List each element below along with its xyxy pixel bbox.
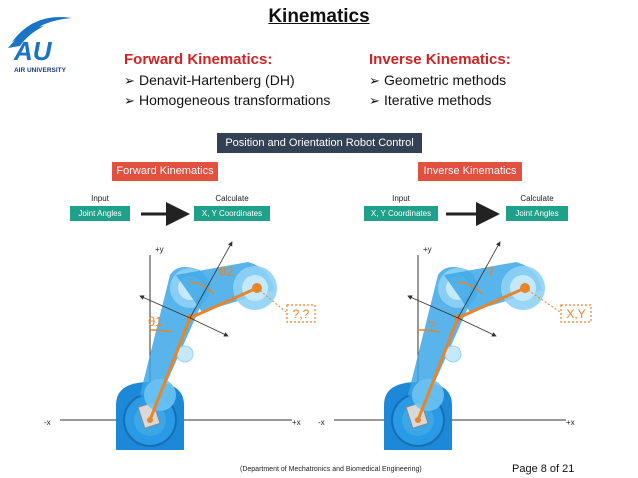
forward-theta1: θ1 [148, 314, 162, 329]
forward-section-header: Forward Kinematics [112, 162, 218, 181]
inverse-calc-box: Joint Angles [506, 206, 568, 221]
forward-theta2: θ2 [219, 264, 233, 279]
logo-letters: AU [13, 36, 53, 66]
forward-input-box: Joint Angles [70, 206, 130, 221]
inverse-robot-arm: X,Y ? ? +y +x -x [318, 241, 592, 450]
footer-department: (Department of Mechatronics and Biomedic… [240, 466, 422, 473]
inverse-input-box: X, Y Coordinates [364, 206, 438, 221]
inverse-bullet-2-text: Iterative methods [384, 92, 492, 108]
forward-axis-px: +x [292, 418, 301, 427]
forward-input-label: Input [91, 194, 109, 203]
inverse-axis-nx: -x [318, 418, 325, 427]
logo-text: AIR UNIVERSITY [14, 67, 67, 74]
forward-robot-arm: ?,? θ1 θ2 +y +x -x [44, 241, 316, 450]
forward-bullet-1-text: Denavit-Hartenberg (DH) [139, 72, 295, 88]
inverse-axis-py: +y [423, 245, 432, 254]
inverse-bullet-2: ➢ Iterative methods [369, 92, 491, 109]
inverse-theta1: ? [428, 318, 435, 333]
diagram-banner: Position and Orientation Robot Control [217, 133, 422, 153]
inverse-bullet-1-text: Geometric methods [384, 72, 507, 88]
forward-axis-py: +y [155, 245, 164, 254]
inverse-axis-px: +x [566, 418, 575, 427]
bullet-arrow-icon: ➢ [124, 93, 135, 108]
forward-calc-label: Calculate [215, 194, 249, 203]
inverse-end-label: X,Y [566, 307, 585, 321]
inverse-heading: Inverse Kinematics: [369, 51, 511, 68]
inverse-bullet-1: ➢ Geometric methods [369, 72, 506, 89]
forward-calc-box: X, Y Coordinates [194, 206, 270, 221]
bullet-arrow-icon: ➢ [369, 93, 380, 108]
logo-emblem: AU AIR UNIVERSITY [8, 17, 72, 74]
forward-axis-nx: -x [44, 418, 51, 427]
page-number: Page 8 of 21 [512, 463, 575, 475]
page-title: Kinematics [268, 6, 370, 27]
bullet-arrow-icon: ➢ [124, 73, 135, 88]
forward-bullet-2-text: Homogeneous transformations [139, 92, 331, 108]
inverse-section-header: Inverse Kinematics [418, 162, 522, 181]
forward-heading: Forward Kinematics: [124, 51, 273, 68]
inverse-theta2: ? [487, 264, 494, 279]
university-logo: AU AIR UNIVERSITY [4, 8, 76, 78]
inverse-calc-label: Calculate [520, 194, 554, 203]
forward-end-label: ?,? [293, 307, 310, 321]
bullet-arrow-icon: ➢ [369, 73, 380, 88]
inverse-input-label: Input [392, 194, 410, 203]
forward-bullet-1: ➢ Denavit-Hartenberg (DH) [124, 72, 295, 89]
forward-bullet-2: ➢ Homogeneous transformations [124, 92, 330, 109]
